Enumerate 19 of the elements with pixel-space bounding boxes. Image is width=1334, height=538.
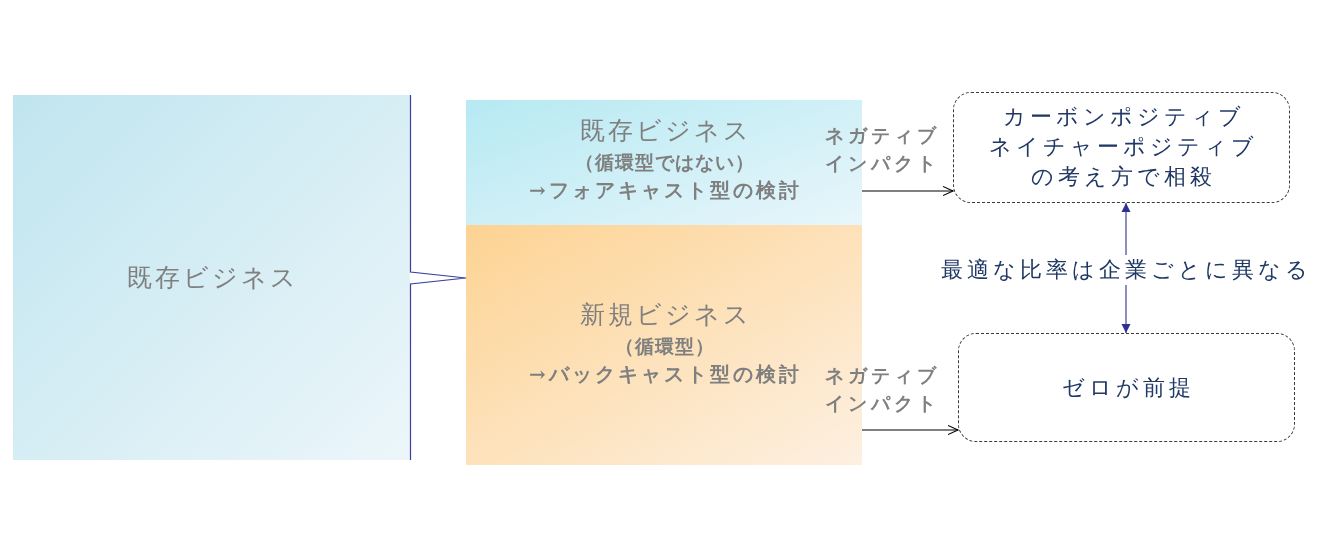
edge-label: ネガティブインパクト xyxy=(825,363,941,416)
arrow xyxy=(861,424,959,436)
edge-label: ネガティブインパクト xyxy=(825,123,941,176)
section-title: 既存ビジネス xyxy=(578,115,752,147)
arrow xyxy=(1121,284,1131,334)
outcome-frame xyxy=(958,333,1295,442)
panel-label: 既存ビジネス xyxy=(126,261,299,294)
outcome-text: カーボンポジティブネイチャーポジティブの考え方で相殺 xyxy=(988,103,1259,191)
business-panel xyxy=(13,95,410,460)
arrow xyxy=(1121,202,1131,256)
section-note: （循環型ではない） xyxy=(573,150,755,175)
arrow xyxy=(861,185,954,197)
ratio-note: 最適な比率は企業ごとに異なる xyxy=(936,255,1312,285)
outcome-text: ゼロが前提 xyxy=(1061,373,1195,402)
section-note: （循環型） xyxy=(613,334,715,359)
section-note: →フォアキャスト型の検討 xyxy=(528,177,802,204)
section-note: →バックキャスト型の検討 xyxy=(528,361,802,388)
outcome-frame xyxy=(953,92,1290,203)
section-title: 新規ビジネス xyxy=(578,299,752,331)
